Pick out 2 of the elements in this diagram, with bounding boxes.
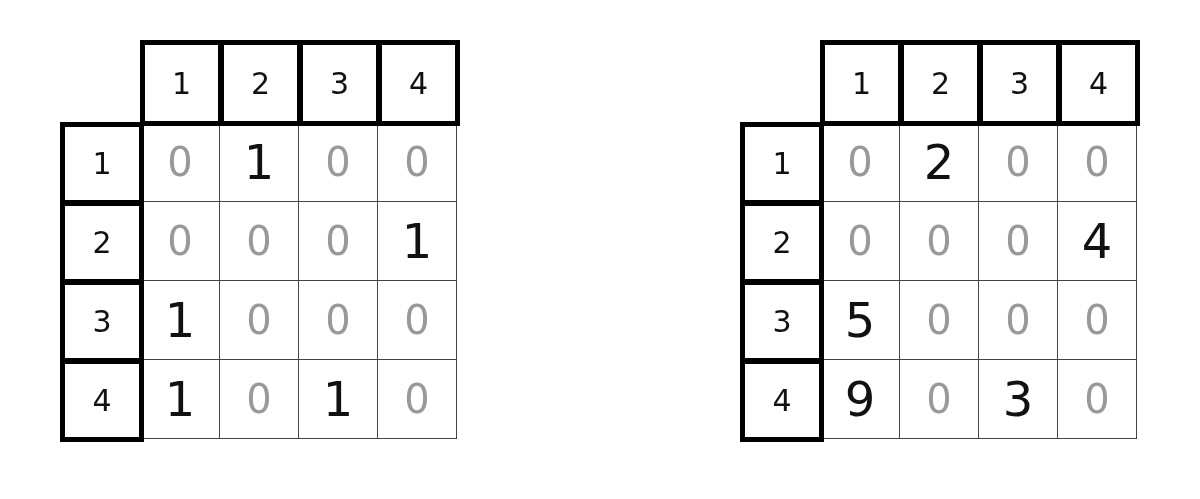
- matrix-cell: 0: [377, 359, 457, 439]
- matrix-cell: 0: [1057, 359, 1137, 439]
